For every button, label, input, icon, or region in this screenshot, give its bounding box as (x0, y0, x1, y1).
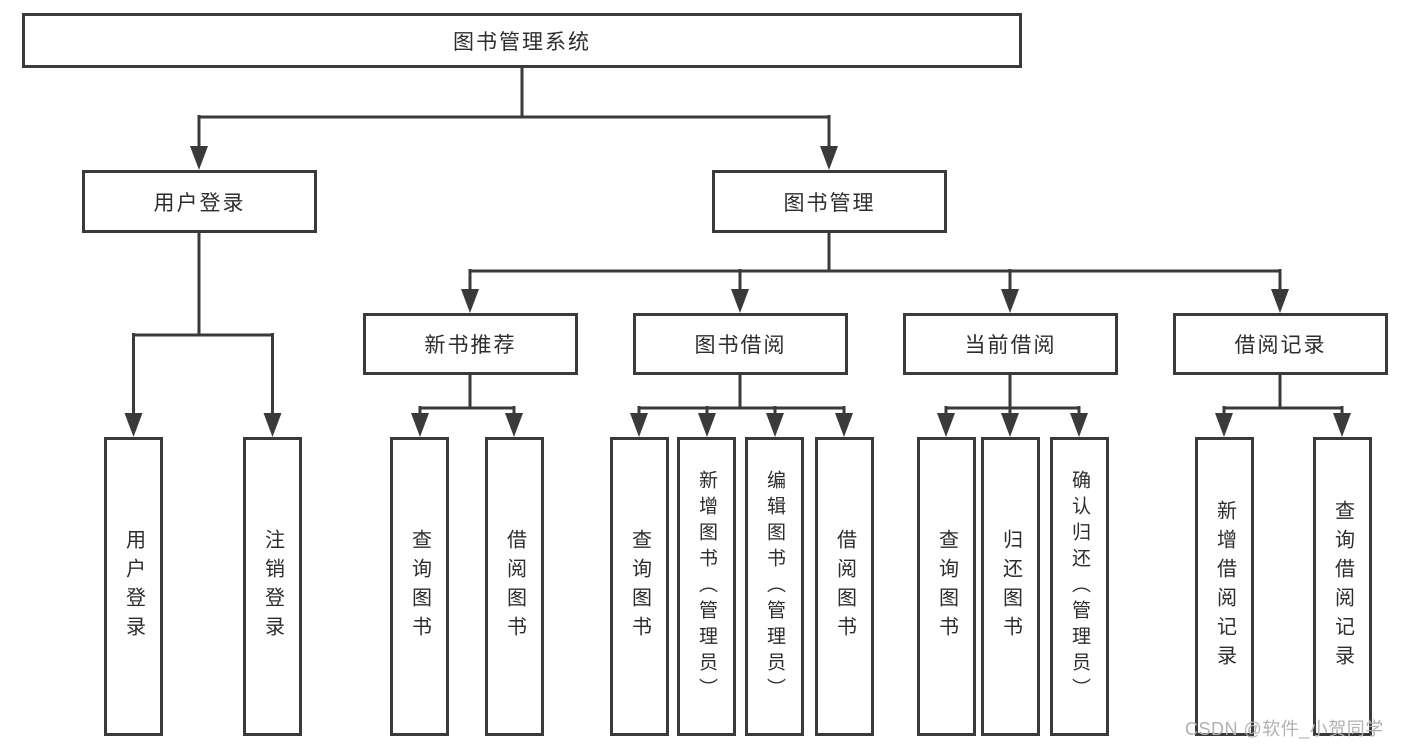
leaf-borrow-books-recommend-label: 借阅图书 (503, 528, 526, 645)
leaf-query-borrow-record-label: 查询借阅记录 (1331, 499, 1354, 674)
leaf-add-borrow-record: 新增借阅记录 (1195, 437, 1254, 736)
leaf-edit-book-admin: 编辑图书（管理员） (745, 437, 804, 736)
node-root: 图书管理系统 (22, 13, 1022, 68)
leaf-confirm-return-admin-label: 确认归还（管理员） (1069, 469, 1090, 704)
leaf-add-book-admin-label: 新增图书（管理员） (696, 469, 717, 704)
leaf-logout-label: 注销登录 (261, 528, 284, 645)
node-borrow-records-label: 借阅记录 (1234, 334, 1327, 357)
leaf-confirm-return-admin: 确认归还（管理员） (1050, 437, 1109, 736)
leaf-add-borrow-record-label: 新增借阅记录 (1213, 499, 1236, 674)
node-new-book-recommend-label: 新书推荐 (424, 334, 517, 357)
leaf-edit-book-admin-label: 编辑图书（管理员） (764, 469, 785, 704)
leaf-query-books-recommend-label: 查询图书 (408, 528, 431, 645)
leaf-user-login: 用户登录 (104, 437, 163, 736)
node-new-book-recommend: 新书推荐 (363, 313, 578, 375)
node-user-login: 用户登录 (82, 170, 317, 233)
leaf-return-books-label: 归还图书 (999, 528, 1022, 645)
leaf-user-login-label: 用户登录 (122, 528, 145, 645)
csdn-watermark: CSDN @软件_小贺同学 (1185, 719, 1384, 739)
node-borrow-records: 借阅记录 (1173, 313, 1388, 375)
node-book-management-label: 图书管理 (783, 191, 876, 215)
leaf-query-books-current-label: 查询图书 (935, 528, 958, 645)
node-current-borrow: 当前借阅 (903, 313, 1118, 375)
leaf-query-books-current: 查询图书 (917, 437, 976, 736)
node-user-login-label: 用户登录 (153, 191, 246, 215)
node-book-borrow: 图书借阅 (633, 313, 848, 375)
leaf-borrow-books-borrow: 借阅图书 (815, 437, 874, 736)
leaf-return-books: 归还图书 (981, 437, 1040, 736)
leaf-query-books-borrow: 查询图书 (610, 437, 669, 736)
node-book-borrow-label: 图书借阅 (694, 334, 787, 357)
leaf-borrow-books-recommend: 借阅图书 (485, 437, 544, 736)
node-book-management: 图书管理 (712, 170, 947, 233)
leaf-borrow-books-borrow-label: 借阅图书 (833, 528, 856, 645)
leaf-query-books-borrow-label: 查询图书 (628, 528, 651, 645)
leaf-query-books-recommend: 查询图书 (390, 437, 449, 736)
leaf-logout: 注销登录 (243, 437, 302, 736)
leaf-query-borrow-record: 查询借阅记录 (1313, 437, 1372, 736)
node-root-label: 图书管理系统 (453, 30, 591, 54)
leaf-add-book-admin: 新增图书（管理员） (677, 437, 736, 736)
node-current-borrow-label: 当前借阅 (964, 334, 1057, 357)
